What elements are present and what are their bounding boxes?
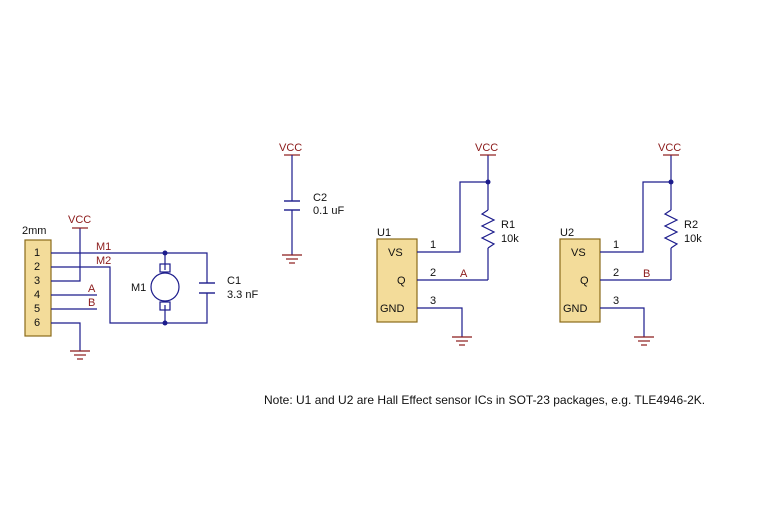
connector-pin-1: 1 <box>34 247 40 259</box>
u2-wires <box>600 155 672 337</box>
c2-ground-symbol <box>282 254 302 264</box>
c2-circuit: VCC C2 0.1 uF <box>279 142 344 264</box>
connector-pin-4: 4 <box>34 289 40 301</box>
u2-pin-gnd: GND <box>563 303 588 315</box>
junction-dot <box>162 320 168 326</box>
schematic-note: Note: U1 and U2 are Hall Effect sensor I… <box>264 393 705 407</box>
motor-symbol <box>150 272 180 302</box>
connector-wires <box>51 228 165 351</box>
junction-dot <box>485 179 491 185</box>
u2-pin-number-1: 1 <box>613 239 619 251</box>
connector-pin-3: 3 <box>34 275 40 287</box>
u1-vcc-label: VCC <box>475 142 498 154</box>
r2-value: 10k <box>684 233 702 245</box>
connector-pin-6: 6 <box>34 317 40 329</box>
u1-net-label: A <box>460 268 468 280</box>
r1-resistor <box>480 209 496 249</box>
u2-pin-number-3: 3 <box>613 295 619 307</box>
c1-value: 3.3 nF <box>227 289 258 301</box>
u1-pin-number-3: 3 <box>430 295 436 307</box>
net-label-b: B <box>88 297 95 309</box>
r1-name: R1 <box>501 219 515 231</box>
u2-body <box>559 238 601 323</box>
connector-vcc-label: VCC <box>68 214 91 226</box>
motor-label: M1 <box>131 282 146 294</box>
connector-pin-5: 5 <box>34 303 40 315</box>
motor-wires <box>164 252 208 324</box>
u2-net-label: B <box>643 268 650 280</box>
u1-circuit: U1 VS Q GND 1 2 3 VCC R1 10k A <box>376 142 519 346</box>
c2-name: C2 <box>313 192 327 204</box>
c2-value: 0.1 uF <box>313 205 344 217</box>
c2-vcc-label: VCC <box>279 142 302 154</box>
connector-ground-symbol <box>70 350 90 360</box>
u1-pin-number-1: 1 <box>430 239 436 251</box>
u1-ground-symbol <box>452 336 472 346</box>
u2-circuit: U2 VS Q GND 1 2 3 VCC R2 10k B <box>559 142 702 346</box>
c1-name: C1 <box>227 275 241 287</box>
motor-circuit: M1 C1 3.3 nF <box>131 250 258 326</box>
u2-pin-vs: VS <box>571 247 586 259</box>
motor-terminal-bottom <box>159 301 171 311</box>
r2-name: R2 <box>684 219 698 231</box>
u2-name: U2 <box>560 227 574 239</box>
connector-pin-2: 2 <box>34 261 40 273</box>
u2-pin-number-2: 2 <box>613 267 619 279</box>
u1-body <box>376 238 418 323</box>
u1-pin-q: Q <box>397 275 406 287</box>
r1-value: 10k <box>501 233 519 245</box>
net-label-m2: M2 <box>96 255 111 267</box>
u1-pin-number-2: 2 <box>430 267 436 279</box>
motor-terminal-top <box>159 263 171 273</box>
connector-2mm: 2mm 1 2 3 4 5 6 VCC M1 M2 A B <box>22 214 165 360</box>
connector-title: 2mm <box>22 225 46 237</box>
u2-vcc-label: VCC <box>658 142 681 154</box>
u1-wires <box>417 155 489 337</box>
u2-pin-q: Q <box>580 275 589 287</box>
net-label-m1: M1 <box>96 241 111 253</box>
u1-pin-gnd: GND <box>380 303 405 315</box>
junction-dot <box>668 179 674 185</box>
u2-ground-symbol <box>634 336 654 346</box>
net-label-a: A <box>88 283 96 295</box>
junction-dot <box>162 250 168 256</box>
connector-body <box>24 239 52 337</box>
r2-resistor <box>663 209 679 249</box>
u1-name: U1 <box>377 227 391 239</box>
u1-pin-vs: VS <box>388 247 403 259</box>
